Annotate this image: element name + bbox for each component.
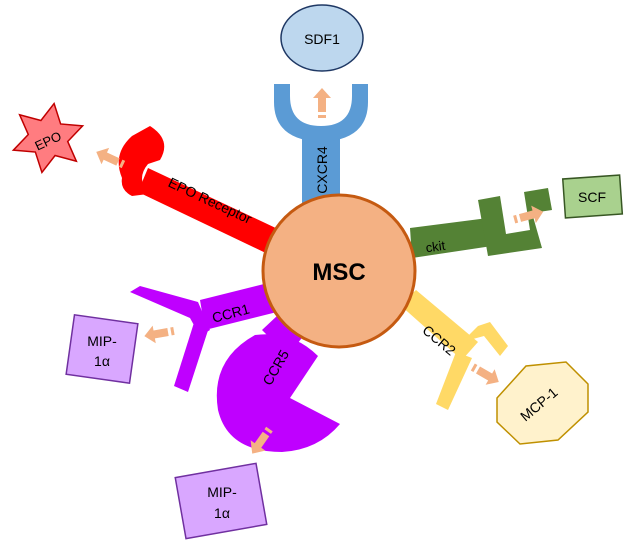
ccr1-receptor: CCR1	[130, 280, 285, 392]
msc-label: MSC	[312, 259, 365, 286]
sdf1-label: SDF1	[304, 31, 340, 47]
cxcr4-cup	[274, 84, 368, 142]
ccr2-stem	[400, 290, 478, 360]
mip1a-ccr5-line1: MIP-	[207, 484, 237, 500]
msc-cell: MSC	[261, 193, 417, 349]
sdf1-arrow-icon	[313, 88, 331, 118]
cxcr4-label: CXCR4	[314, 146, 330, 194]
mip1a-ccr5-ligand: MIP- 1α	[174, 462, 268, 540]
mip1a-ccr5-line2: 1α	[214, 505, 230, 521]
ccr2-arm-lower	[436, 352, 472, 410]
ckit-label: ckit	[425, 238, 447, 256]
scf-ligand: SCF	[561, 174, 624, 219]
ccr1-arm-upper	[130, 286, 210, 336]
sdf1-ligand: SDF1	[280, 4, 364, 72]
mcp1-ligand: MCP-1	[496, 361, 589, 445]
ccr5-head	[216, 334, 340, 452]
epo-ligand: EPO	[11, 101, 85, 175]
scf-label: SCF	[578, 189, 606, 205]
mcp1-arrow-icon	[468, 359, 504, 390]
ccr2-arm-upper	[462, 322, 508, 356]
mip1a-ccr1-line2: 1α	[94, 353, 110, 369]
ckit-fork	[478, 188, 552, 256]
ckit-stem	[410, 218, 492, 258]
epo-receptor-stem	[138, 168, 280, 255]
ckit-receptor: ckit	[410, 188, 552, 258]
ccr2-receptor: CCR2	[400, 290, 508, 410]
mip1a-ccr1-ligand: MIP- 1α	[65, 313, 139, 385]
ccr1-arm-lower	[174, 310, 212, 392]
mip1a-ccr1-arrow-icon	[142, 322, 176, 346]
epo-receptor-head	[118, 126, 165, 196]
epo-receptor: EPO Receptor	[118, 126, 280, 255]
ccr1-stem	[200, 280, 285, 330]
mip1a-ccr1-line1: MIP-	[87, 333, 117, 349]
